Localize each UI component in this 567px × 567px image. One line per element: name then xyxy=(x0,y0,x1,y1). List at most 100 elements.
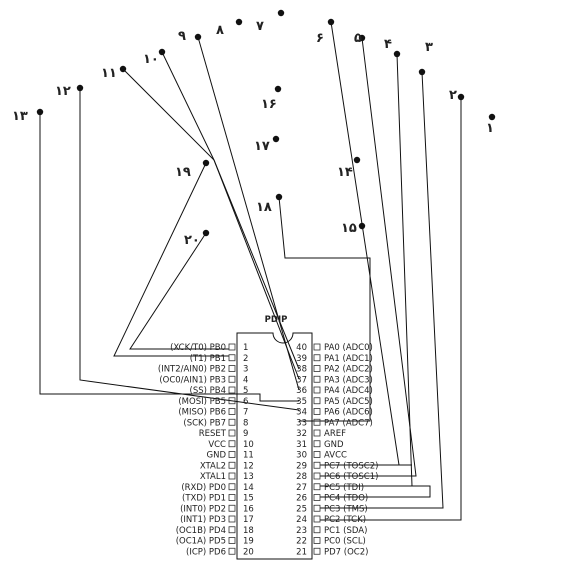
pin-number: 18 xyxy=(243,526,254,536)
pin-label: PC7 (TOSC2) xyxy=(324,461,378,471)
pin-pad xyxy=(228,515,236,523)
pin-number: 38 xyxy=(296,365,307,375)
pin-label: (SS) PB4 xyxy=(190,386,227,396)
pin-label: PC1 (SDA) xyxy=(324,526,367,536)
wire-3 xyxy=(412,71,444,509)
pin-number: 22 xyxy=(296,537,307,547)
pin-pad xyxy=(313,375,321,383)
pin-label: PA3 (ADC3) xyxy=(324,375,373,385)
pin-label: PC5 (TDI) xyxy=(324,483,364,493)
pin-pad xyxy=(228,418,236,426)
pin-pad xyxy=(313,418,321,426)
pin-label: GND xyxy=(324,440,344,450)
marker-dot-20 xyxy=(202,229,210,237)
chip-body xyxy=(236,332,313,560)
marker-dot-19 xyxy=(202,159,210,167)
marker-dot-5 xyxy=(358,34,366,42)
marker-label-20: ۲۰ xyxy=(184,233,200,248)
pin-pad xyxy=(313,343,321,351)
wire-2 xyxy=(412,97,462,521)
pin-label: AREF xyxy=(324,429,346,439)
wire-9 xyxy=(197,36,300,391)
pin-label: PC2 (TCK) xyxy=(324,515,366,525)
pin-number: 28 xyxy=(296,472,307,482)
pin-pad xyxy=(313,537,321,544)
marker-dot-16 xyxy=(274,85,282,93)
marker-dot-4 xyxy=(393,50,401,58)
pin-pad xyxy=(228,429,236,437)
pin-number: 5 xyxy=(243,386,248,396)
pin-label: (SCK) PB7 xyxy=(183,418,226,428)
pin-number: 20 xyxy=(243,547,254,557)
pin-label: PA2 (ADC2) xyxy=(324,365,373,375)
pin-number: 27 xyxy=(296,483,307,493)
pin-label: (INT1) PD3 xyxy=(180,515,226,525)
pin-pad xyxy=(228,537,236,544)
pin-pad xyxy=(313,429,321,437)
marker-dot-9 xyxy=(194,33,202,41)
pin-number: 12 xyxy=(243,461,254,471)
pin-number: 36 xyxy=(296,386,307,396)
pin-label: VCC xyxy=(208,440,226,450)
pin-number: 24 xyxy=(296,515,307,525)
pin-pad xyxy=(313,526,321,534)
pin-pad xyxy=(228,472,236,480)
pin-number: 8 xyxy=(243,418,248,428)
marker-dot-10 xyxy=(158,48,166,56)
pin-pad xyxy=(228,440,236,448)
pin-label: PC0 (SCL) xyxy=(324,537,366,547)
marker-label-1: ۱ xyxy=(486,121,494,136)
pin-label: RESET xyxy=(199,429,227,439)
pin-label: PA1 (ADC1) xyxy=(324,354,373,364)
pin-pad xyxy=(228,504,236,512)
pin-pad xyxy=(228,408,236,415)
wire-20 xyxy=(129,232,229,350)
pin-pad xyxy=(228,375,236,383)
pin-label: PC4 (TDO) xyxy=(324,494,368,504)
marker-dot-3 xyxy=(418,68,426,76)
pin-label: (MOSI) PB5 xyxy=(178,397,226,407)
pin-pad xyxy=(313,504,321,512)
marker-label-8: ۸ xyxy=(216,23,224,38)
pin-label: PD7 (OC2) xyxy=(324,547,368,557)
pin-label: (INT2/AIN0) PB2 xyxy=(158,365,226,375)
pin-number: 23 xyxy=(296,526,307,536)
marker-label-18: ۱۸ xyxy=(256,200,272,215)
pin-pad xyxy=(313,472,321,480)
pin-number: 25 xyxy=(296,504,307,514)
marker-label-9: ۹ xyxy=(178,29,186,44)
pin-label: PA5 (ADC5) xyxy=(324,397,373,407)
pin-pad xyxy=(228,547,236,555)
wire-13 xyxy=(39,112,299,402)
pin-label: XTAL1 xyxy=(200,472,226,482)
pin-label: (MISO) PB6 xyxy=(178,408,226,418)
marker-dot-6 xyxy=(327,18,335,26)
pin-pad xyxy=(313,483,321,491)
pin-pad xyxy=(228,526,236,534)
pin-number: 7 xyxy=(243,408,248,418)
pin-number: 15 xyxy=(243,494,254,504)
pin-number: 39 xyxy=(296,354,307,364)
pin-pad xyxy=(228,451,236,458)
marker-label-11: ۱۱ xyxy=(101,66,117,81)
wire-19 xyxy=(113,162,229,357)
pin-pad xyxy=(228,494,236,501)
pin-label: (XCK/T0) PB0 xyxy=(170,343,226,353)
pin-pad xyxy=(228,461,236,469)
pin-number: 26 xyxy=(296,494,307,504)
wire-18 xyxy=(278,196,371,422)
pin-number: 16 xyxy=(243,504,254,514)
marker-label-6: ۶ xyxy=(316,31,324,46)
pin-number: 21 xyxy=(296,547,307,557)
pin-label: (OC1A) PD5 xyxy=(176,537,226,547)
marker-dot-11 xyxy=(119,65,127,73)
marker-label-3: ۳ xyxy=(425,40,433,55)
pin-label: XTAL2 xyxy=(200,461,226,471)
marker-label-5: ۵ xyxy=(354,31,362,46)
pin-pad xyxy=(313,461,321,469)
marker-dot-7 xyxy=(277,9,285,17)
pin-number: 40 xyxy=(296,343,307,353)
pin-number: 31 xyxy=(296,440,307,450)
marker-dot-1 xyxy=(488,113,496,121)
